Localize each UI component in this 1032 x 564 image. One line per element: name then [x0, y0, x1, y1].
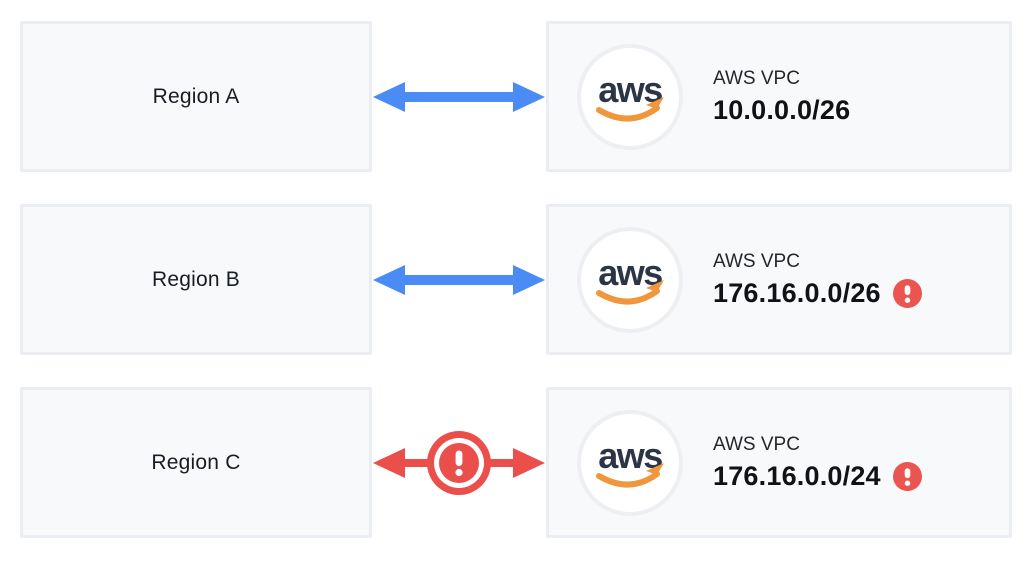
- aws-logo-circle: aws: [577, 43, 683, 150]
- region-box-b: Region B: [20, 204, 372, 355]
- aws-smile-icon: [596, 104, 660, 121]
- region-label: Region A: [152, 84, 240, 108]
- vpc-type-label: AWS VPC: [713, 433, 800, 455]
- aws-smile-icon: [596, 470, 660, 487]
- aws-logo-icon: aws: [596, 435, 664, 487]
- link-region-c-vpc: [372, 387, 546, 538]
- bidirectional-arrow-error-icon: [373, 430, 545, 495]
- row-region-b: Region B aws AWS VPC 176.16.0.0/26: [0, 204, 1032, 355]
- vpc-box-c: aws AWS VPC 176.16.0.0/24: [546, 387, 1012, 538]
- vpc-text-block: AWS VPC 10.0.0.0/26: [713, 68, 850, 126]
- cidr-conflict-icon: [892, 278, 922, 308]
- bidirectional-arrow-icon: [373, 264, 545, 295]
- link-region-b-vpc: [372, 204, 546, 355]
- vpc-box-a: aws AWS VPC 10.0.0.0/26: [546, 21, 1012, 172]
- row-region-c: Region C aws AW: [0, 387, 1032, 538]
- region-box-c: Region C: [20, 387, 372, 538]
- aws-logo-icon: aws: [596, 69, 664, 121]
- aws-logo-icon: aws: [596, 252, 664, 304]
- region-label: Region B: [152, 267, 240, 291]
- bidirectional-arrow-icon: [373, 81, 545, 112]
- aws-smile-icon: [596, 287, 660, 304]
- vpc-cidr: 176.16.0.0/26: [713, 277, 881, 308]
- link-region-a-vpc: [372, 21, 546, 172]
- vpc-cidr: 176.16.0.0/24: [713, 460, 881, 491]
- cidr-conflict-icon: [892, 461, 922, 491]
- vpc-text-block: AWS VPC 176.16.0.0/24: [713, 434, 922, 492]
- vpc-box-b: aws AWS VPC 176.16.0.0/26: [546, 204, 1012, 355]
- vpc-cidr: 10.0.0.0/26: [713, 94, 851, 125]
- row-region-a: Region A aws AWS VPC 10.0.0.0/26: [0, 21, 1032, 172]
- region-box-a: Region A: [20, 21, 372, 172]
- vpc-text-block: AWS VPC 176.16.0.0/26: [713, 251, 922, 309]
- region-label: Region C: [151, 450, 241, 474]
- aws-logo-circle: aws: [577, 226, 683, 333]
- vpc-type-label: AWS VPC: [713, 250, 800, 272]
- vpc-type-label: AWS VPC: [713, 67, 800, 89]
- aws-logo-circle: aws: [577, 409, 683, 516]
